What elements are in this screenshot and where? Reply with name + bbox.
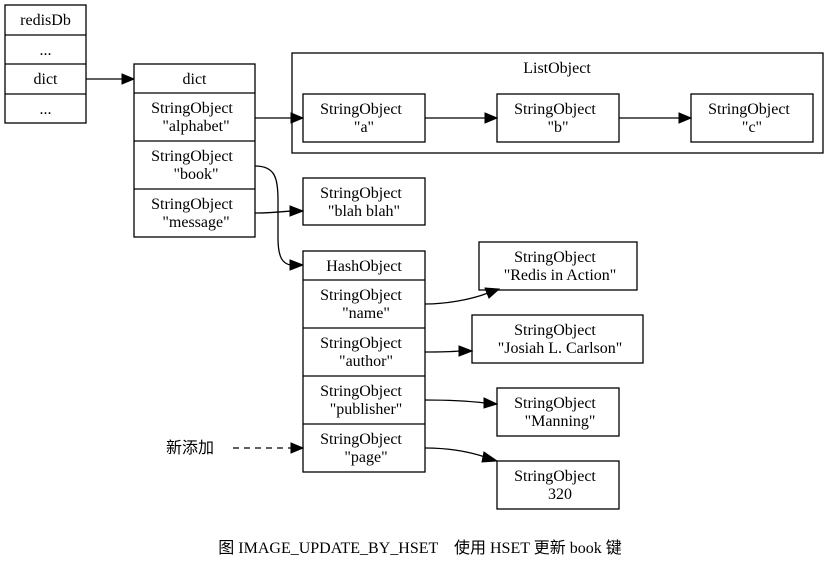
hash-object-title: HashObject (326, 258, 402, 275)
hash-value-page: StringObject 320 (496, 460, 620, 510)
message-value-node: StringObject "blah blah" (302, 177, 426, 226)
hash-value-name: StringObject "Redis in Action" (478, 241, 638, 291)
arrowhead (289, 259, 305, 271)
hash-value-text: "Manning" (525, 413, 596, 430)
list-item-type: StringObject (708, 101, 790, 118)
dict-title: dict (183, 71, 208, 88)
hash-value-type: StringObject (514, 322, 596, 339)
list-item-value: "a" (354, 119, 374, 136)
arrowhead (678, 112, 693, 124)
edge-b-to-c (619, 112, 693, 124)
list-item-type: StringObject (514, 101, 596, 118)
new-addition-label: 新添加 (166, 439, 214, 457)
hash-value-publisher: StringObject "Manning" (496, 387, 620, 437)
arrowhead (484, 287, 501, 299)
arrowhead (483, 397, 499, 409)
arrowhead (481, 451, 499, 463)
hash-value-type: StringObject (514, 395, 596, 412)
dict-entry-key: "alphabet" (162, 118, 229, 135)
hash-value-author: StringObject "Josiah L. Carlson" (471, 314, 644, 364)
hash-value-box (496, 387, 620, 437)
arrowhead (484, 112, 499, 124)
arrowhead (458, 345, 474, 357)
list-item-value: "b" (547, 119, 568, 136)
list-item-type: StringObject (320, 101, 402, 118)
dict-entry-type: StringObject (151, 100, 233, 117)
dict-entry-key: "book" (173, 166, 218, 183)
hash-field-type: StringObject (320, 383, 402, 400)
edge-message-to-value (254, 205, 305, 217)
hash-value-box (496, 460, 620, 510)
arrowhead (290, 442, 305, 454)
list-item-value: "c" (742, 119, 762, 136)
redisdb-title: redisDb (20, 12, 71, 29)
edge-name-to-value (424, 287, 501, 305)
edge-redisdb-to-dict (86, 73, 136, 85)
dict-entry-type: StringObject (151, 148, 233, 165)
list-object-cluster: ListObject StringObject "a" StringObject… (291, 52, 824, 154)
arrowhead (290, 112, 305, 124)
redisdb-row: ... (40, 42, 52, 59)
hash-field-type: StringObject (320, 431, 402, 448)
redisdb-row-dict: dict (34, 71, 59, 88)
list-item-b (496, 93, 620, 143)
redisdb-row: ... (40, 101, 52, 118)
dict-entry-key: "message" (162, 214, 229, 231)
edge-publisher-to-value (424, 397, 499, 409)
hash-field-type: StringObject (320, 287, 402, 304)
arrowhead (289, 205, 305, 217)
edge-a-to-b (425, 112, 499, 124)
edge-page-to-value (424, 447, 499, 463)
list-object-title: ListObject (523, 60, 591, 77)
redisdb-node: redisDb ... dict ... (4, 4, 87, 124)
hash-value-text: "Redis in Action" (504, 267, 617, 284)
hash-field-key: "publisher" (330, 401, 403, 418)
hash-value-box (478, 241, 638, 291)
edge-alphabet-to-list (255, 112, 305, 124)
hash-value-text: "Josiah L. Carlson" (498, 340, 623, 357)
edge-book-to-hash (254, 165, 305, 271)
list-item-c (690, 93, 814, 143)
message-value-text: "blah blah" (328, 203, 400, 220)
hash-field-key: "page" (344, 449, 387, 466)
dict-entry-type: StringObject (151, 196, 233, 213)
edge-author-to-value (424, 345, 474, 357)
hash-value-type: StringObject (514, 468, 596, 485)
hash-field-key: "name" (342, 305, 390, 322)
hash-field-key: "author" (339, 353, 393, 370)
message-value-type: StringObject (320, 185, 402, 202)
figure-caption: 图 IMAGE_UPDATE_BY_HSET 使用 HSET 更新 book 键 (218, 539, 621, 557)
edge-new-addition (233, 442, 305, 454)
hash-value-box (471, 314, 644, 364)
hash-field-type: StringObject (320, 335, 402, 352)
dict-node: dict StringObject "alphabet" StringObjec… (133, 63, 256, 238)
hash-value-type: StringObject (514, 249, 596, 266)
message-value-box (302, 177, 426, 226)
arrowhead (121, 73, 136, 85)
hash-object-box (302, 250, 426, 473)
hash-object-node: HashObject StringObject "name" StringObj… (302, 250, 426, 473)
hash-value-text: 320 (548, 486, 572, 503)
